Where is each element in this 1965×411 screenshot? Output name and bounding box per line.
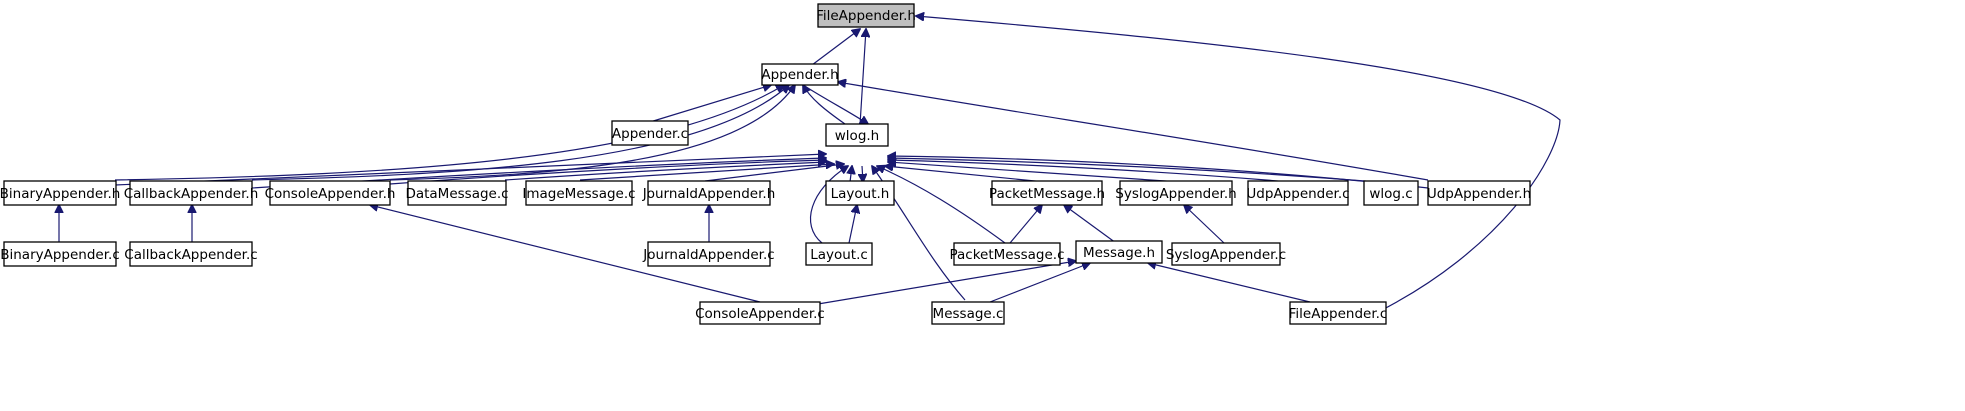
edge-wlog-c-to-wlog-h xyxy=(888,158,1379,183)
node-label: UdpAppender.h xyxy=(1427,186,1531,202)
node-wlog-c[interactable]: wlog.c xyxy=(1363,180,1419,206)
node-imagemessage-c[interactable]: ImageMessage.c xyxy=(522,180,636,206)
node-label: JournaldAppender.h xyxy=(642,186,776,202)
node-label: FileAppender.c xyxy=(1289,306,1388,322)
node-label: CallbackAppender.c xyxy=(124,247,257,263)
edge-consoleappender-c-to-message-h xyxy=(817,261,1076,305)
node-consoleappender-c[interactable]: ConsoleAppender.c xyxy=(695,301,825,325)
node-label: JournaldAppender.c xyxy=(642,247,774,263)
edge-udpappender-h-to-appender-h xyxy=(838,82,1429,181)
node-label: BinaryAppender.c xyxy=(0,247,120,263)
node-appender-h[interactable]: Appender.h xyxy=(761,63,839,86)
edge-syslogappender-h-to-wlog-h xyxy=(888,162,1181,183)
node-binaryappender-h[interactable]: BinaryAppender.h xyxy=(0,180,120,206)
node-journaldappender-h[interactable]: JournaldAppender.h xyxy=(642,180,776,206)
node-datamessage-c[interactable]: DataMessage.c xyxy=(405,180,509,206)
node-callbackappender-h[interactable]: CallbackAppender.h xyxy=(124,180,259,206)
node-label: PacketMessage.c xyxy=(949,247,1064,263)
node-appender-c[interactable]: Appender.c xyxy=(611,120,689,146)
node-label: PacketMessage.h xyxy=(989,186,1105,202)
node-label: ConsoleAppender.h xyxy=(265,186,396,202)
node-label: FileAppender.h xyxy=(816,8,916,24)
node-layout-h[interactable]: Layout.h xyxy=(825,180,895,206)
node-journaldappender-c[interactable]: JournaldAppender.c xyxy=(642,241,775,267)
node-syslogappender-c[interactable]: SyslogAppender.c xyxy=(1166,242,1286,266)
edge-journaldappender-h-to-wlog-h xyxy=(704,164,844,182)
edge-wlog-h-to-appender-h xyxy=(803,85,846,125)
node-label: UdpAppender.c xyxy=(1246,186,1349,202)
node-label: Message.h xyxy=(1083,245,1155,261)
edge-consoleappender-h-to-wlog-h xyxy=(389,160,826,185)
node-label: ConsoleAppender.c xyxy=(695,306,825,322)
node-message-h[interactable]: Message.h xyxy=(1075,240,1163,264)
node-udpappender-h[interactable]: UdpAppender.h xyxy=(1427,180,1531,206)
node-udpappender-c[interactable]: UdpAppender.c xyxy=(1246,180,1350,206)
edge-layout-c-to-layout-h xyxy=(848,205,857,244)
edge-layout-c-to-wlog-h xyxy=(809,166,848,244)
edge-packetmessage-h-to-wlog-h xyxy=(885,166,1046,183)
edge-udpappender-c-to-wlog-h xyxy=(888,160,1291,183)
edge-message-c-to-message-h xyxy=(989,263,1090,303)
edge-wlog-h-to-layout-h xyxy=(862,165,863,182)
edge-fileappender-c-to-message-h xyxy=(1148,263,1311,303)
node-label: wlog.c xyxy=(1369,186,1412,202)
node-label: Appender.c xyxy=(612,126,688,142)
edge-appender-h-to-fileappender-h xyxy=(811,29,860,66)
node-binaryappender-c[interactable]: BinaryAppender.c xyxy=(0,241,120,267)
edge-appender-h-to-wlog-h xyxy=(802,84,868,124)
edge-message-h-to-packetmessage-h xyxy=(1064,205,1117,244)
node-label: wlog.h xyxy=(835,128,879,144)
edge-syslogappender-c-to-syslogappender-h xyxy=(1184,205,1225,244)
edge-fileappender-c-to-fileappender-h xyxy=(916,16,1561,313)
node-packetmessage-h[interactable]: PacketMessage.h xyxy=(989,180,1105,206)
edge-callbackappender-h-to-appender-h xyxy=(251,85,789,181)
node-label: DataMessage.c xyxy=(405,186,508,202)
edge-consoleappender-h-to-appender-h xyxy=(389,85,795,181)
node-label: Layout.h xyxy=(831,186,890,202)
node-label: Layout.c xyxy=(810,247,868,263)
edge-packetmessage-c-to-wlog-h xyxy=(877,166,1006,244)
edge-imagemessage-c-to-wlog-h xyxy=(579,164,834,181)
node-consoleappender-h[interactable]: ConsoleAppender.h xyxy=(265,180,396,206)
edge-datamessage-c-to-wlog-h xyxy=(504,162,826,181)
node-label: SyslogAppender.c xyxy=(1166,247,1286,263)
node-label: SyslogAppender.h xyxy=(1115,186,1236,202)
node-label: ImageMessage.c xyxy=(522,186,635,202)
node-fileappender-h[interactable]: FileAppender.h xyxy=(816,3,916,28)
node-label: BinaryAppender.h xyxy=(0,186,120,202)
node-label: Appender.h xyxy=(761,67,838,83)
node-syslogappender-h[interactable]: SyslogAppender.h xyxy=(1115,180,1237,206)
edge-udpappender-h-to-wlog-h xyxy=(888,156,1429,189)
edge-packetmessage-c-to-packetmessage-h xyxy=(1009,205,1042,244)
node-packetmessage-c[interactable]: PacketMessage.c xyxy=(949,242,1065,266)
node-callbackappender-c[interactable]: CallbackAppender.c xyxy=(124,241,258,267)
node-label: Message.c xyxy=(933,306,1004,322)
edge-layout-h-to-wlog-h xyxy=(850,166,852,183)
node-message-c[interactable]: Message.c xyxy=(931,301,1005,325)
edge-wlog-h-to-fileappender-h xyxy=(859,29,866,126)
node-wlog-h[interactable]: wlog.h xyxy=(825,123,889,147)
edge-consoleappender-c-to-consoleappender-h xyxy=(370,205,761,303)
node-fileappender-c[interactable]: FileAppender.c xyxy=(1289,301,1388,325)
edge-binaryappender-h-to-appender-h xyxy=(114,85,784,181)
node-label: CallbackAppender.h xyxy=(124,186,259,202)
edge-appender-c-to-appender-h xyxy=(649,85,771,123)
node-layout-c[interactable]: Layout.c xyxy=(805,242,873,266)
